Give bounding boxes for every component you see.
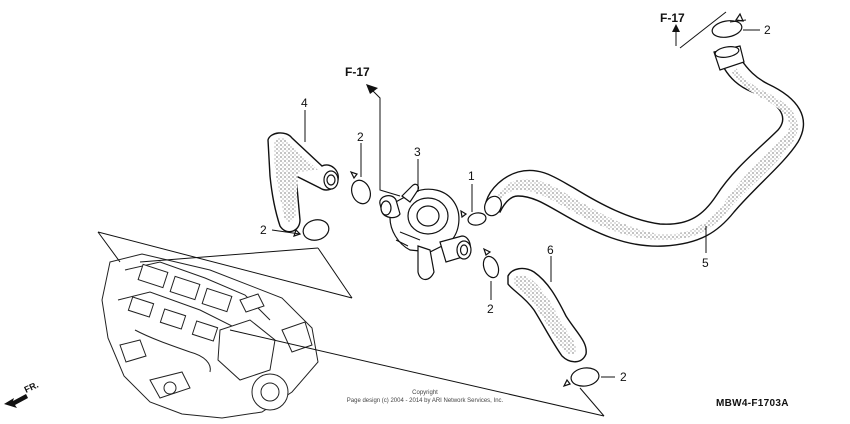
copyright-line-1: Copyright bbox=[412, 390, 438, 396]
reference-label-top-right: F-17 bbox=[660, 11, 685, 25]
callout-2-bottom: 2 bbox=[620, 370, 627, 384]
callout-2-top-right: 2 bbox=[764, 23, 771, 37]
clamp-part-1 bbox=[460, 209, 487, 226]
callout-2-middle: 2 bbox=[487, 302, 494, 316]
engine-illustration bbox=[101, 253, 319, 419]
clamp-part-2-left bbox=[293, 219, 330, 241]
callout-3: 3 bbox=[414, 145, 421, 159]
callout-2-upper: 2 bbox=[357, 130, 364, 144]
hose-part-4 bbox=[267, 132, 339, 233]
copyright-line-2: Page design (c) 2004 - 2014 by ARI Netwo… bbox=[347, 398, 504, 404]
clamp-part-2-top-right bbox=[711, 12, 747, 38]
clamp-part-2-upper bbox=[349, 170, 372, 205]
callout-labels: 1 2 2 2 2 2 3 4 5 6 bbox=[260, 23, 771, 384]
air-valve-part-3 bbox=[379, 183, 472, 281]
leader-lines bbox=[271, 11, 760, 378]
locator-lines bbox=[97, 231, 605, 417]
reference-label-center: F-17 bbox=[345, 65, 370, 79]
front-direction-indicator: FR. bbox=[4, 380, 40, 408]
hose-part-5 bbox=[484, 45, 805, 247]
clamp-part-2-bottom bbox=[562, 367, 600, 388]
front-arrow-icon bbox=[4, 394, 28, 408]
hose-part-6 bbox=[507, 267, 587, 363]
callout-1: 1 bbox=[468, 169, 475, 183]
callout-6: 6 bbox=[547, 243, 554, 257]
clamp-part-2-middle bbox=[482, 247, 500, 279]
callout-2-left: 2 bbox=[260, 223, 267, 237]
front-label: FR. bbox=[23, 380, 40, 395]
callout-5: 5 bbox=[702, 256, 709, 270]
drawing-code: MBW4-F1703A bbox=[716, 398, 789, 409]
callout-4: 4 bbox=[301, 96, 308, 110]
